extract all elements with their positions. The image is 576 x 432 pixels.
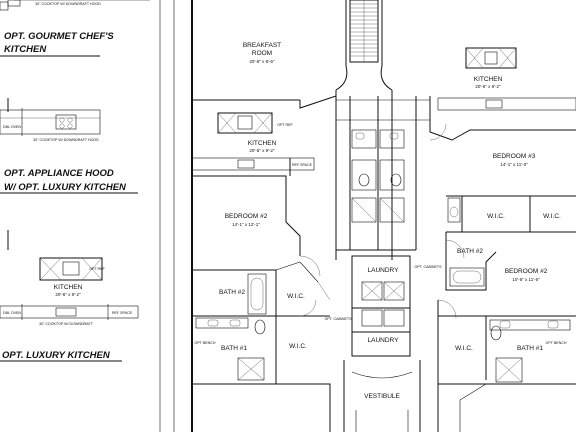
kitchen-dimension: 20'-6" x 9'-2" <box>55 292 81 297</box>
kitchen-counter <box>437 97 576 111</box>
door-swings <box>299 123 465 319</box>
gourmet-option-title: OPT. GOURMET CHEF'S <box>4 31 114 42</box>
gourmet-cooktop-note: 30" COOKTOP W/ DOWNDRAFT HOOD <box>35 2 101 6</box>
toilet-icon <box>254 319 266 335</box>
vestibule-label: VESTIBULE <box>364 393 400 400</box>
gourmet-counter <box>0 109 101 135</box>
cooktop-icon <box>55 114 77 130</box>
bath2-left-label: BATH #2 <box>219 289 245 296</box>
bathtub-icon <box>247 273 267 315</box>
kitchen-right-label: KITCHEN <box>474 76 503 83</box>
toilet-icon <box>390 173 402 187</box>
appliance-option-title-line2: W/ OPT. LUXURY KITCHEN <box>4 182 127 193</box>
bedroom2-right-label: BEDROOM #2 <box>505 268 548 275</box>
bedroom3-right-label: BEDROOM #3 <box>493 153 536 160</box>
dryer-icon <box>383 309 405 327</box>
breakfast-room-label: BREAKFAST <box>243 42 281 49</box>
shower-icon <box>237 357 265 381</box>
shower-icon <box>495 357 523 383</box>
bedroom2-left-dimension: 14'-1" x 12'-1" <box>232 222 260 227</box>
central-core <box>335 90 430 260</box>
dryer-icon <box>383 281 405 301</box>
laundry-core: LAUNDRY LAUNDRY OPT. CABINETS OPT. CABIN… <box>325 255 443 357</box>
vanity <box>489 319 571 331</box>
luxury-cooktop-note: 30" COOKTOP W/ DOWNDRAFT <box>39 322 94 326</box>
bedroom2-left-label: BEDROOM #2 <box>225 213 268 220</box>
wic-left-label: W.I.C. <box>287 293 305 300</box>
stair <box>335 0 393 91</box>
washer-icon <box>361 309 383 327</box>
kitchen-island <box>217 112 273 134</box>
bathtub-icon <box>449 267 485 287</box>
gourmet-option-title-line2: KITCHEN <box>4 44 47 55</box>
opt-cabinets-label: OPT. CABINETS <box>325 317 353 321</box>
sink-icon <box>62 261 80 276</box>
bedroom3-right-dimension: 14'-1" x 11'-0" <box>500 162 528 167</box>
gourmet-hood-note: 30" COOKTOP W/ DOWNDRAFT HOOD <box>33 138 99 142</box>
bath1-left-label: BATH #1 <box>221 345 247 352</box>
sink-icon <box>484 51 498 65</box>
oven-label: DBL OVEN <box>3 125 21 129</box>
bath2-right-label: BATH #2 <box>457 248 483 255</box>
vanity <box>195 317 249 329</box>
right-unit: KITCHEN 20'-6" x 9'-2" BEDROOM #3 14'-1"… <box>429 47 576 432</box>
laundry-lower-label: LAUNDRY <box>368 337 400 344</box>
toilet-icon <box>358 173 370 187</box>
opt-bench-label: OPT BENCH <box>195 341 216 345</box>
left-kitchen: OPT REF KITCHEN 20'-6" x 9'-2" REF SPACE <box>191 112 315 176</box>
gourmet-kitchen-option: 30" COOKTOP W/ DOWNDRAFT HOOD OPT. GOURM… <box>0 0 150 142</box>
kitchen-island <box>465 47 517 69</box>
breakfast-room-dimension: 20'-6" x 8'-6" <box>249 59 275 64</box>
bedroom2-right-dimension: 10'-6" x 11'-6" <box>512 277 540 282</box>
ref-space-label: REF SPACE <box>112 311 133 315</box>
laundry-upper-label: LAUNDRY <box>368 267 400 274</box>
cooktop-icon <box>237 159 255 169</box>
luxury-oven-label: DBL OVEN <box>3 311 21 315</box>
cooktop-icon <box>55 307 77 317</box>
appliance-option-title: OPT. APPLIANCE HOOD <box>4 168 114 179</box>
appliance-hood-option: OPT. APPLIANCE HOOD W/ OPT. LUXURY KITCH… <box>0 98 139 326</box>
kitchen-left-dimension: 20'-6" x 9'-2" <box>249 148 275 153</box>
kitchen-island <box>39 257 103 281</box>
washer-icon <box>361 281 383 301</box>
wic-right-a-label: W.I.C. <box>487 213 505 220</box>
cooktop-icon <box>485 99 503 109</box>
breakfast-room-label-line2: ROOM <box>252 50 272 57</box>
bath1-right-label: BATH #1 <box>517 345 543 352</box>
luxury-option-title: OPT. LUXURY KITCHEN <box>2 350 111 361</box>
opt-ref-label: OPT REF <box>277 123 293 127</box>
opt-bench-label: OPT BENCH <box>546 341 567 345</box>
opt-ref-label: OPT REF <box>89 267 105 271</box>
counter-strip <box>0 305 139 319</box>
toilet-icon <box>490 325 502 341</box>
wic-right-c-label: W.I.C. <box>455 345 473 352</box>
main-plan: BREAKFAST ROOM 20'-6" x 8'-6" OPT REF KI… <box>191 0 576 432</box>
kitchen-label: KITCHEN <box>54 284 83 291</box>
sink-icon <box>237 115 253 130</box>
ref-space-label: REF SPACE <box>292 163 313 167</box>
kitchen-left-label: KITCHEN <box>248 140 277 147</box>
options-panel: 30" COOKTOP W/ DOWNDRAFT HOOD OPT. GOURM… <box>0 0 175 432</box>
wic-left2-label: W.I.C. <box>289 343 307 350</box>
opt-cabinets-label: OPT. CABINETS <box>415 265 443 269</box>
wic-right-b-label: W.I.C. <box>543 213 561 220</box>
kitchen-right-dimension: 20'-6" x 9'-2" <box>475 84 501 89</box>
kitchen-counter <box>191 157 315 171</box>
